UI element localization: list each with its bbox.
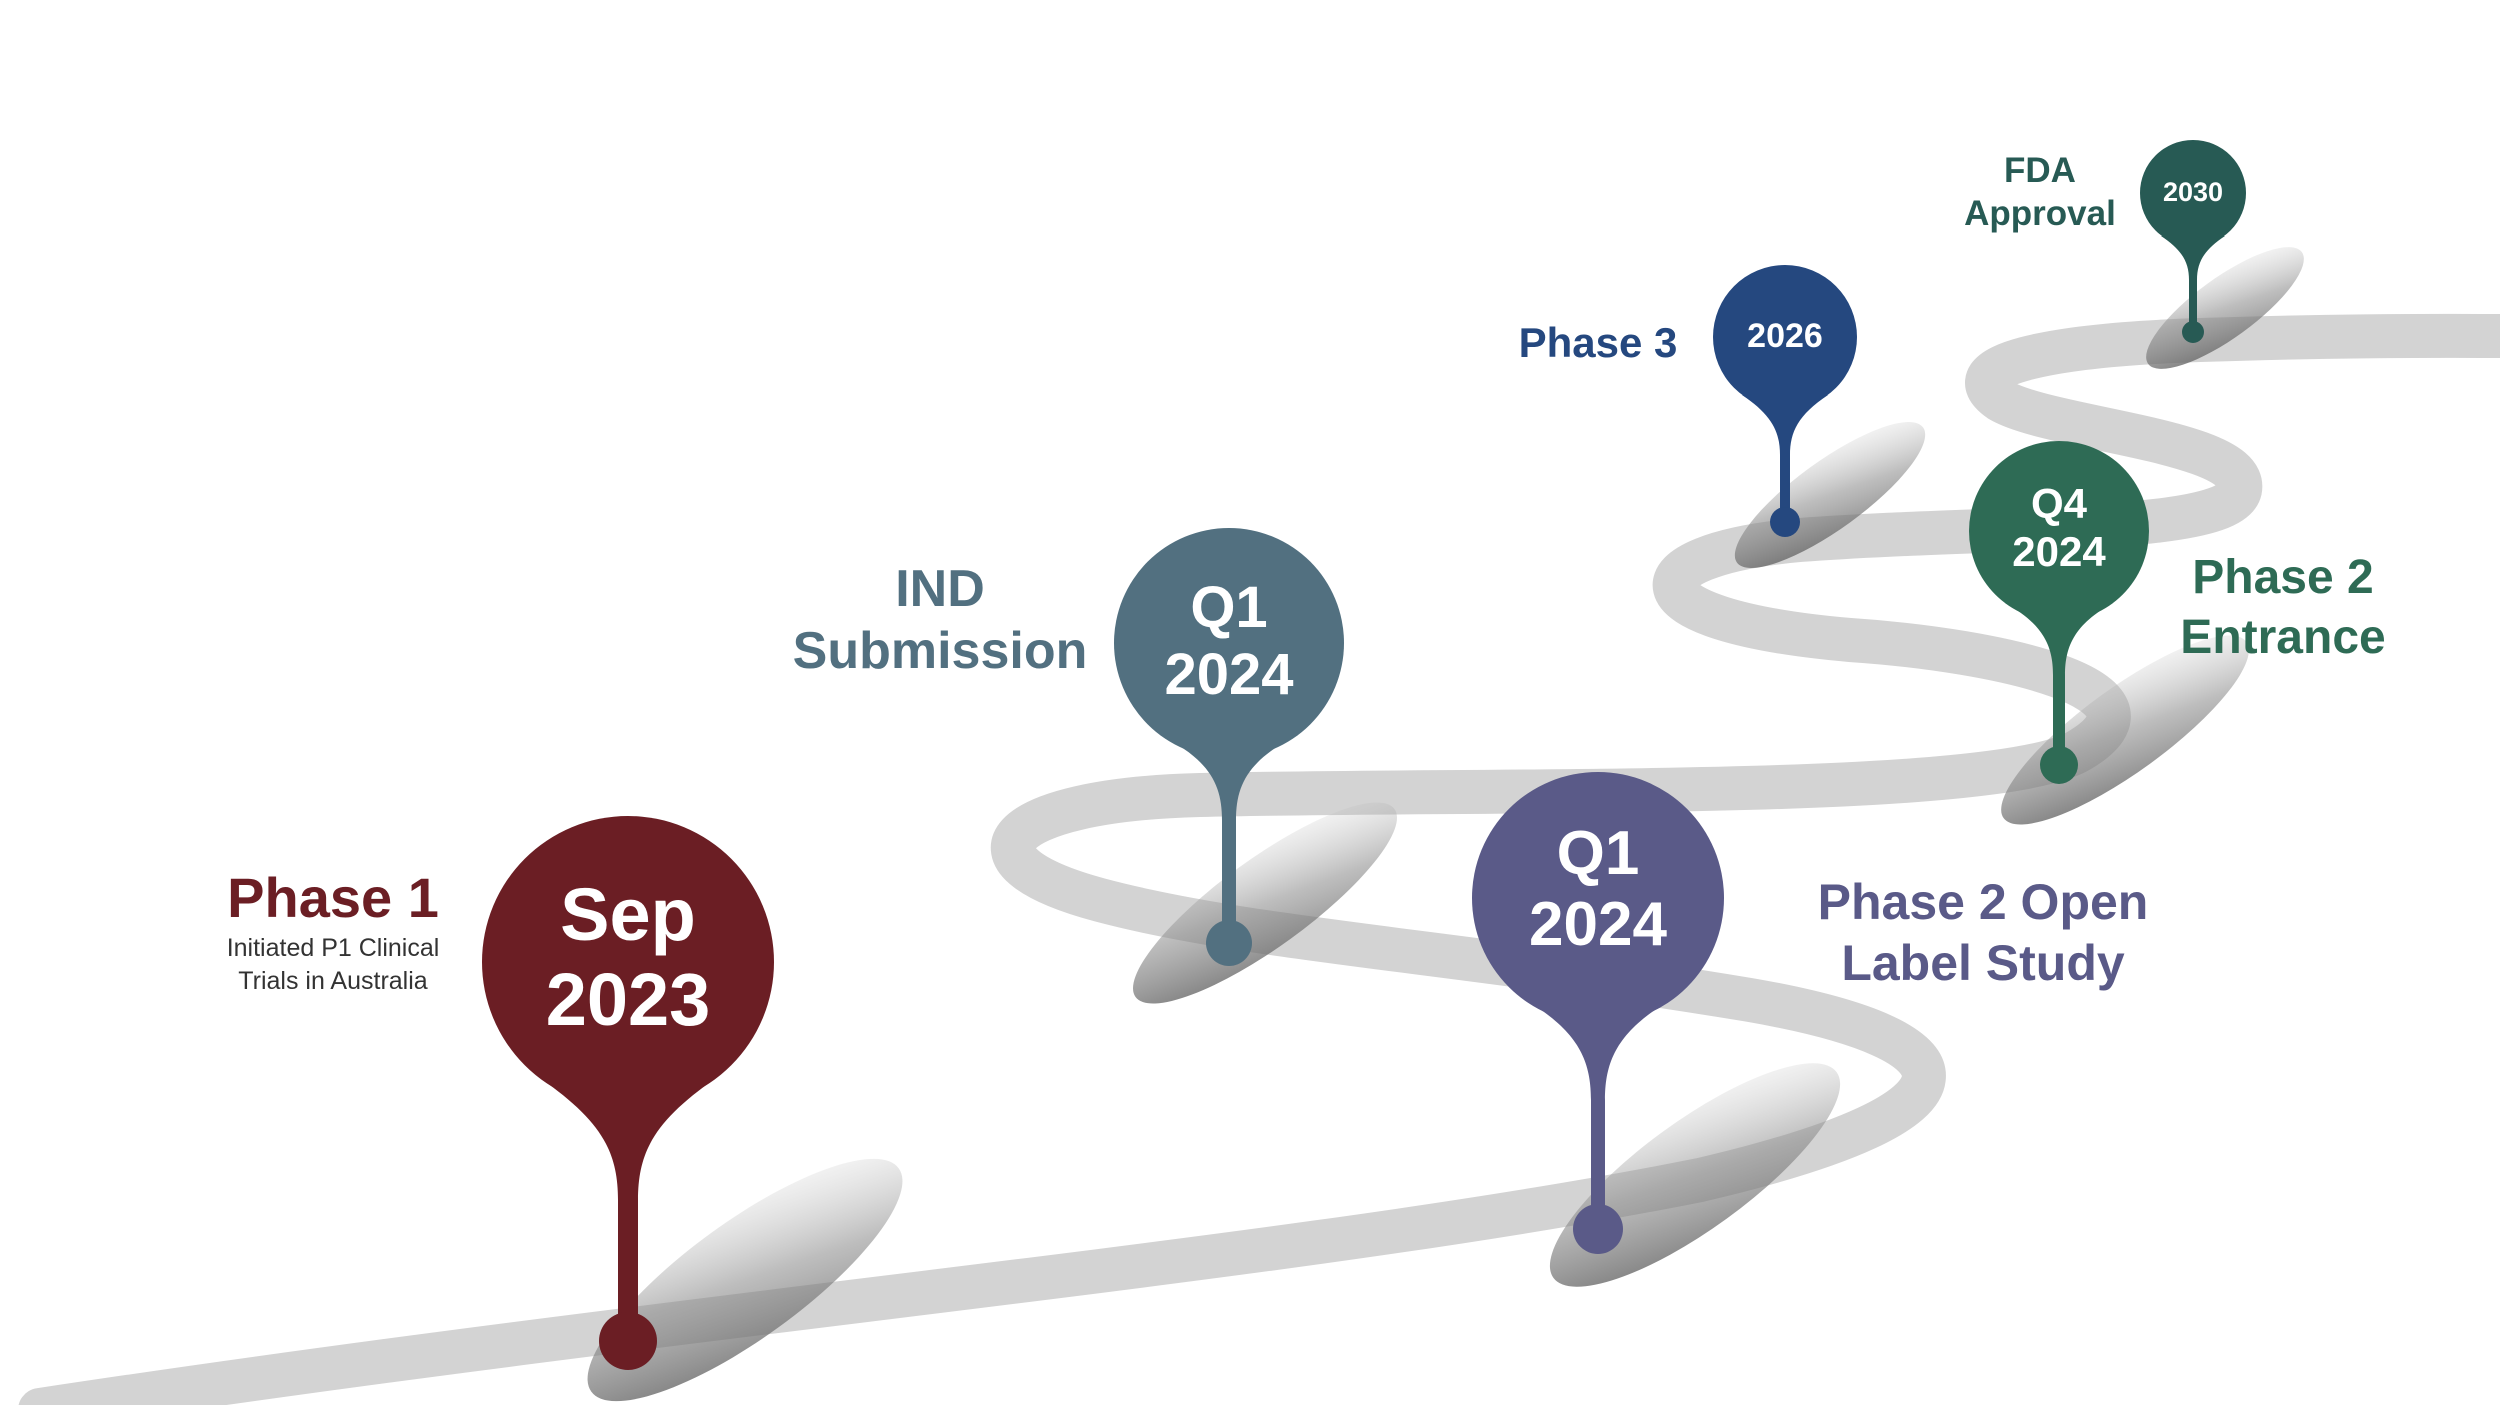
pin-phase1-date-line1: Sep <box>560 873 696 956</box>
label-ind: IND Submission <box>770 558 1110 683</box>
pin-ind <box>1114 528 1344 966</box>
pin-ind-date-line2: 2024 <box>1164 641 1294 707</box>
label-phase1-title: Phase 1 <box>227 866 439 929</box>
pin-phase2-entrance-date-line2: 2024 <box>2012 528 2106 576</box>
pin-shadow-phase3 <box>1734 422 1926 568</box>
label-phase3: Phase 3 <box>1518 319 1678 366</box>
pin-shadow-phase1 <box>587 1158 903 1402</box>
pin-phase3 <box>1713 265 1857 537</box>
pin-phase2-open <box>1472 772 1724 1254</box>
pin-ind-date-line1: Q1 <box>1190 575 1268 640</box>
label-phase2-open: Phase 2 Open Label Study <box>1783 872 2183 994</box>
pin-fda <box>2140 140 2246 343</box>
pin-shadow-phase2-open <box>1549 1063 1841 1287</box>
pin-ind-date: Q1 2024 <box>1109 575 1349 708</box>
pin-shadow-ind <box>1132 802 1398 1004</box>
pin-fda-date: 2030 <box>2162 177 2224 207</box>
label-phase2-open-line2: Label Study <box>1841 935 2125 991</box>
label-phase1-subtitle-line2: Trials in Australia <box>238 966 428 995</box>
roadmap-path <box>18 313 2500 1410</box>
pin-phase1-date: Sep 2023 <box>478 872 778 1042</box>
label-fda-line1: FDA <box>2004 151 2076 190</box>
label-phase2-entrance-line2: Entrance <box>2180 610 2386 664</box>
label-fda-line2: Approval <box>1964 193 2116 233</box>
label-fda: FDA Approval <box>1940 150 2140 235</box>
pin-phase1 <box>482 816 774 1370</box>
label-phase2-open-line1: Phase 2 Open <box>1817 874 2149 930</box>
label-ind-line2: Submission <box>792 622 1088 681</box>
pin-phase2-entrance <box>1969 441 2149 784</box>
pin-phase3-date: 2026 <box>1747 317 1823 355</box>
label-phase1-subtitle: Initiated P1 Clinical Trials in Australi… <box>183 932 483 997</box>
pin-phase2-open-date-line2: 2024 <box>1529 890 1667 960</box>
label-ind-line1: IND <box>895 560 985 618</box>
label-phase2-entrance-line1: Phase 2 <box>2192 551 2374 604</box>
pin-phase2-open-date: Q1 2024 <box>1473 818 1723 961</box>
pin-phase2-entrance-date-line1: Q4 <box>2030 480 2088 527</box>
label-phase1-subtitle-line1: Initiated P1 Clinical <box>226 934 440 962</box>
label-phase2-entrance: Phase 2 Entrance <box>2143 548 2423 667</box>
pin-shadow-fda <box>2146 247 2304 369</box>
pin-shadows <box>587 247 2304 1402</box>
pin-phase2-entrance-date: Q4 2024 <box>1969 480 2149 577</box>
pin-phase1-date-line2: 2023 <box>545 958 711 1042</box>
pin-phase2-open-date-line1: Q1 <box>1556 819 1640 888</box>
